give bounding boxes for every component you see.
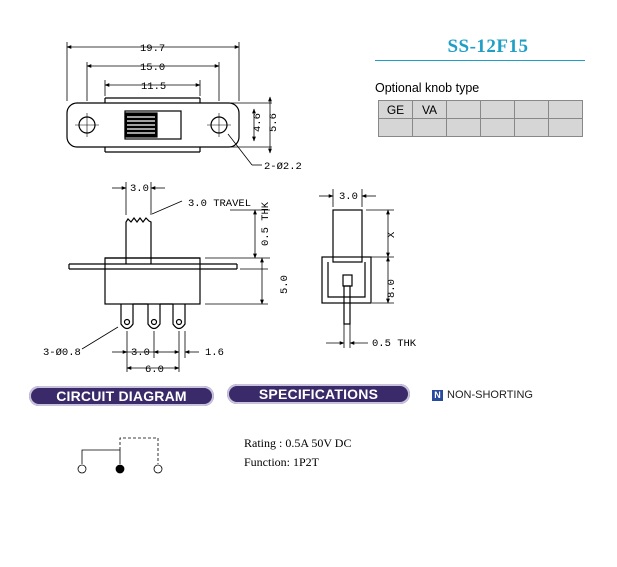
end-view <box>321 209 372 325</box>
knob-cell <box>514 100 549 119</box>
knob-cell <box>378 118 413 137</box>
side-body <box>104 257 201 305</box>
end-body <box>321 256 372 304</box>
terminal-right <box>153 464 163 474</box>
circuit-diagram <box>77 437 163 474</box>
title-underline <box>375 60 585 61</box>
terminal-common <box>115 464 125 474</box>
non-shorting-label: NON-SHORTING <box>447 389 533 401</box>
side-view <box>68 217 238 330</box>
dim-end-knob: 3.0 <box>339 191 358 203</box>
knob-type-table: GE VA <box>378 100 583 137</box>
end-dimensions <box>319 189 394 348</box>
pin-middle <box>147 304 161 330</box>
dim-side-knob: 3.0 <box>130 183 149 195</box>
end-knob <box>332 209 363 263</box>
dim-pins: 3-Ø0.8 <box>43 347 81 359</box>
pin-right <box>172 304 186 330</box>
dim-body: 11.5 <box>141 81 166 93</box>
top-view-frame <box>66 102 240 148</box>
top-dimensions <box>66 42 272 166</box>
dim-height-outer: 5.6 <box>268 113 280 132</box>
knob-cell <box>480 118 515 137</box>
terminal-left <box>77 464 87 474</box>
optional-knob-label: Optional knob type <box>375 81 480 95</box>
dim-travel: 3.0 TRAVEL <box>188 198 251 210</box>
dim-holes: 2-Ø2.2 <box>264 161 302 173</box>
circuit-diagram-header-text: CIRCUIT DIAGRAM <box>56 388 187 404</box>
dim-overall: 19.7 <box>140 43 165 55</box>
knob-cell <box>412 118 447 137</box>
knob-cell: GE <box>378 100 413 119</box>
part-number-title: SS-12F15 <box>447 36 529 57</box>
end-pin <box>343 285 351 325</box>
dim-height-inner: 4.6 <box>252 113 264 132</box>
specifications-header-text: SPECIFICATIONS <box>258 386 379 402</box>
dim-span: 6.0 <box>145 364 164 376</box>
dim-pitch: 3.0 <box>131 347 150 359</box>
top-view <box>66 97 240 153</box>
circuit-diagram-header: CIRCUIT DIAGRAM <box>29 386 214 406</box>
dim-body-height: 5.0 <box>279 275 291 294</box>
specifications-header: SPECIFICATIONS <box>227 384 410 404</box>
dim-end-height: 8.0 <box>386 279 398 298</box>
knob-cell: VA <box>412 100 447 119</box>
spec-function: Function: 1P2T <box>244 455 320 469</box>
dim-mounting: 15.0 <box>140 62 165 74</box>
knob-cell <box>548 118 583 137</box>
dim-pin-width: 1.6 <box>205 347 224 359</box>
knob-cell <box>446 118 481 137</box>
spec-rating: Rating : 0.5A 50V DC <box>244 436 352 450</box>
dim-end-x: X <box>386 231 398 238</box>
side-dimensions <box>81 182 270 372</box>
knob-cell <box>514 118 549 137</box>
knob-cell <box>446 100 481 119</box>
non-shorting-icon: N <box>432 390 443 401</box>
dim-end-thk: 0.5 THK <box>372 338 417 350</box>
side-knob <box>125 217 152 264</box>
knob-cell <box>480 100 515 119</box>
pin-left <box>120 304 134 330</box>
dim-side-thk: 0.5 THK <box>260 201 272 246</box>
knob-cell <box>548 100 583 119</box>
